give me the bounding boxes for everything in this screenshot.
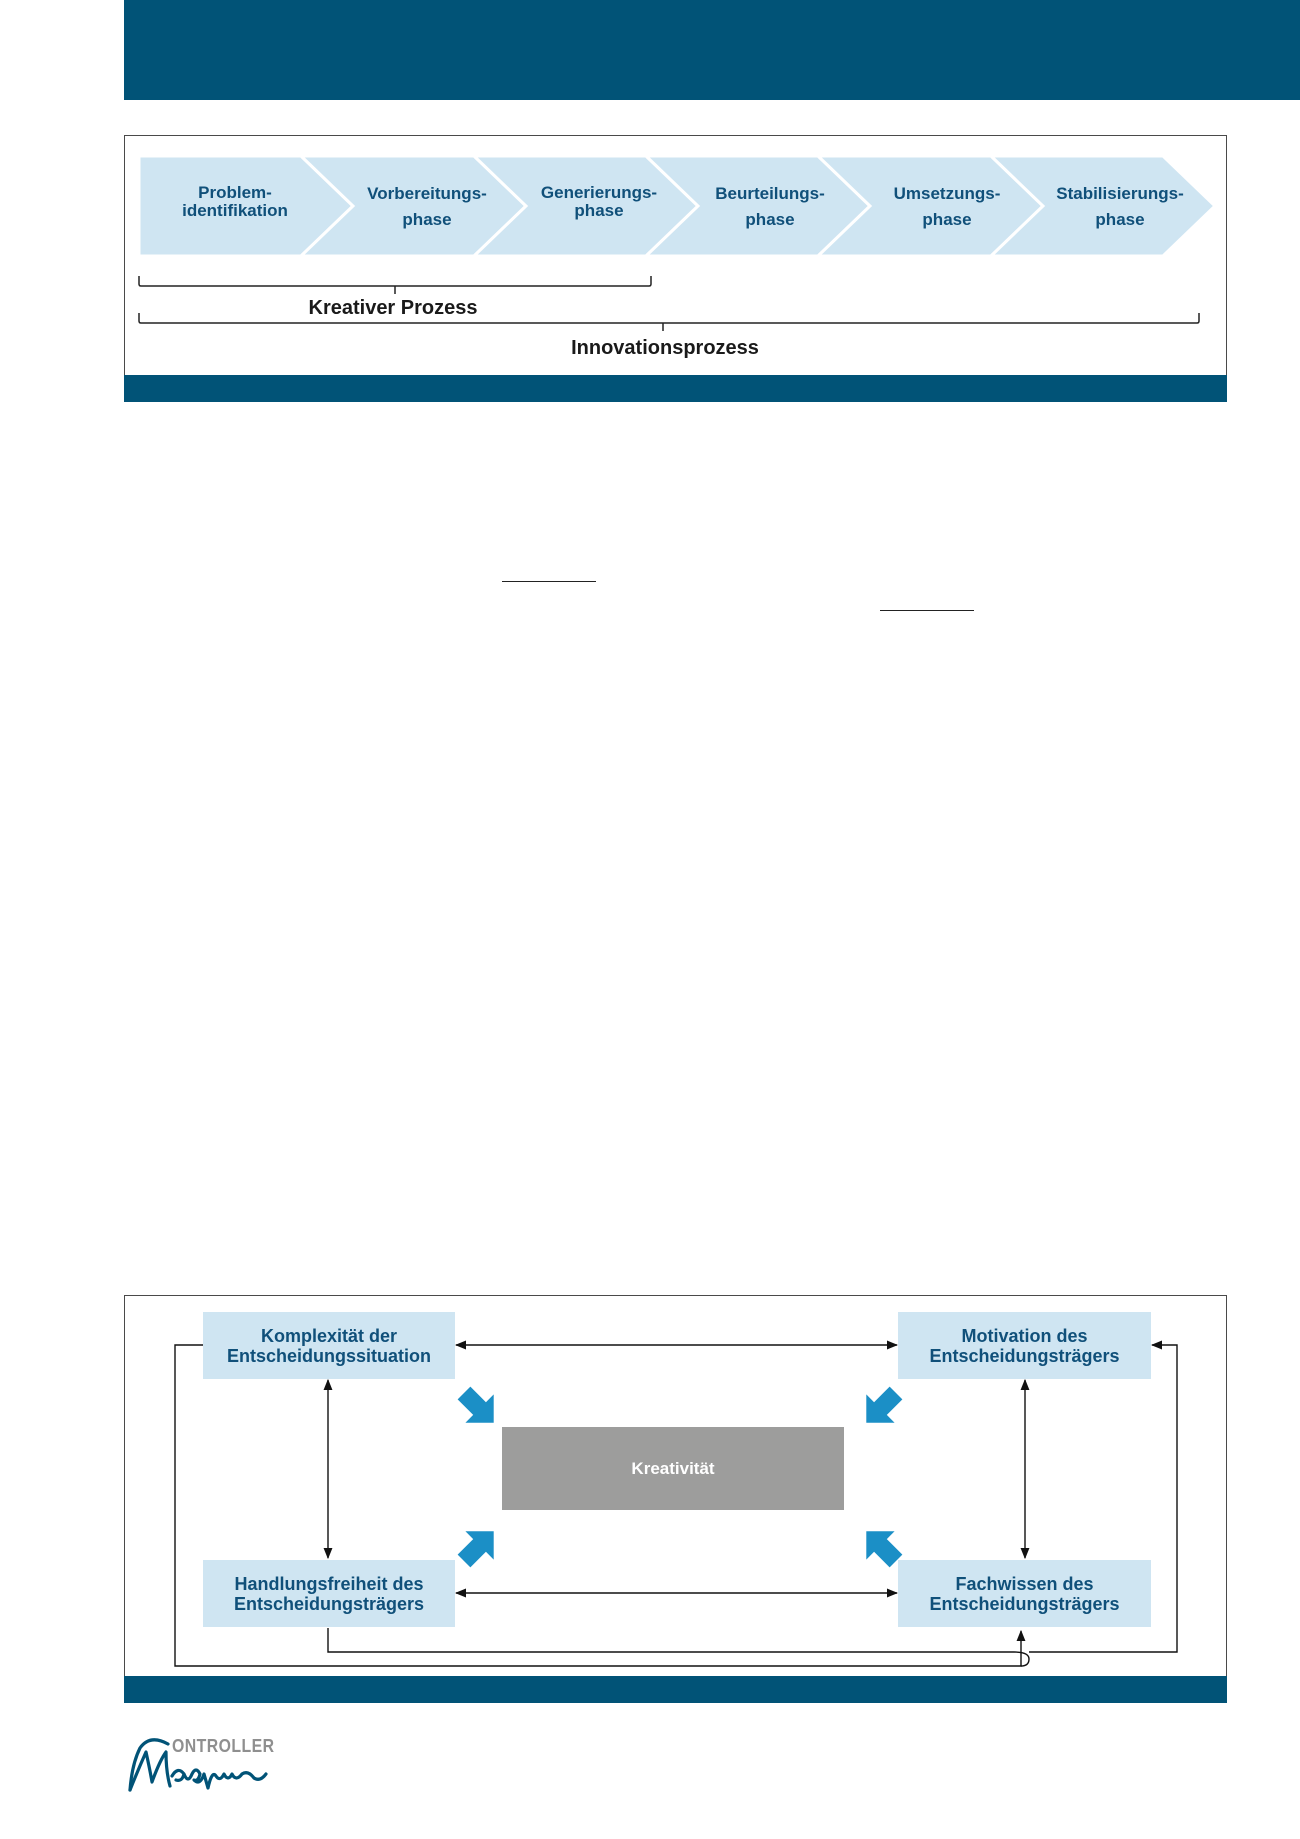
kreativer-prozess-label: Kreativer Prozess [308,297,478,319]
bracket-long [138,313,1200,324]
loop-inner [327,1628,1030,1667]
factor-komplexitaet: Komplexität der Entscheidungssituation [203,1312,455,1379]
innovationsprozess-label: Innovationsprozess [571,337,759,359]
phase-label-vorbereitung: Vorbereitungs- phase [367,184,487,229]
loop-right [1029,1340,1178,1653]
loop-outer [174,1344,1026,1667]
creativity-figure: Komplexität der Entscheidungssituation M… [124,1295,1227,1703]
creativity-figure-footer [124,1676,1227,1703]
blue-arrow-top-right [866,1386,903,1423]
kreativitaet-box: Kreativität [502,1427,844,1510]
bracket-short [138,276,652,287]
underline-rule-1 [502,581,596,582]
underline-rule-2 [880,610,974,611]
phase-label-problem: Problem- identifikation [182,183,288,220]
blue-arrow-top-left [457,1386,494,1423]
connector-lines [174,1340,1178,1667]
process-figure-footer [124,375,1227,402]
logo-word: ONTROLLER [172,1736,275,1756]
logo-script [128,1738,268,1792]
factor-handlungsfreiheit: Handlungsfreiheit des Entscheidungsträge… [203,1560,455,1627]
top-banner [124,0,1300,100]
blue-arrow-bottom-right [866,1531,903,1568]
blue-arrow-bottom-left [457,1531,494,1568]
process-figure: Problem- identifikation Vorbereitungs- p… [124,135,1227,402]
blue-arrows [457,1386,903,1568]
phase-label-stabilisierung: Stabilisierungs- phase [1056,184,1184,229]
phase-label-umsetzung: Umsetzungs- phase [893,184,1001,229]
phase-label-beurteilung: Beurteilungs- phase [715,184,825,229]
brackets [138,276,1200,331]
chevron-row [137,154,1218,258]
controller-magazin-logo: ONTROLLER [120,1730,280,1800]
factor-fachwissen: Fachwissen des Entscheidungsträgers [898,1560,1151,1627]
factor-motivation: Motivation des Entscheidungsträgers [898,1312,1151,1379]
phase-label-generierung: Generierungs- phase [540,183,658,220]
chevron-stabilisierung [987,154,1218,258]
